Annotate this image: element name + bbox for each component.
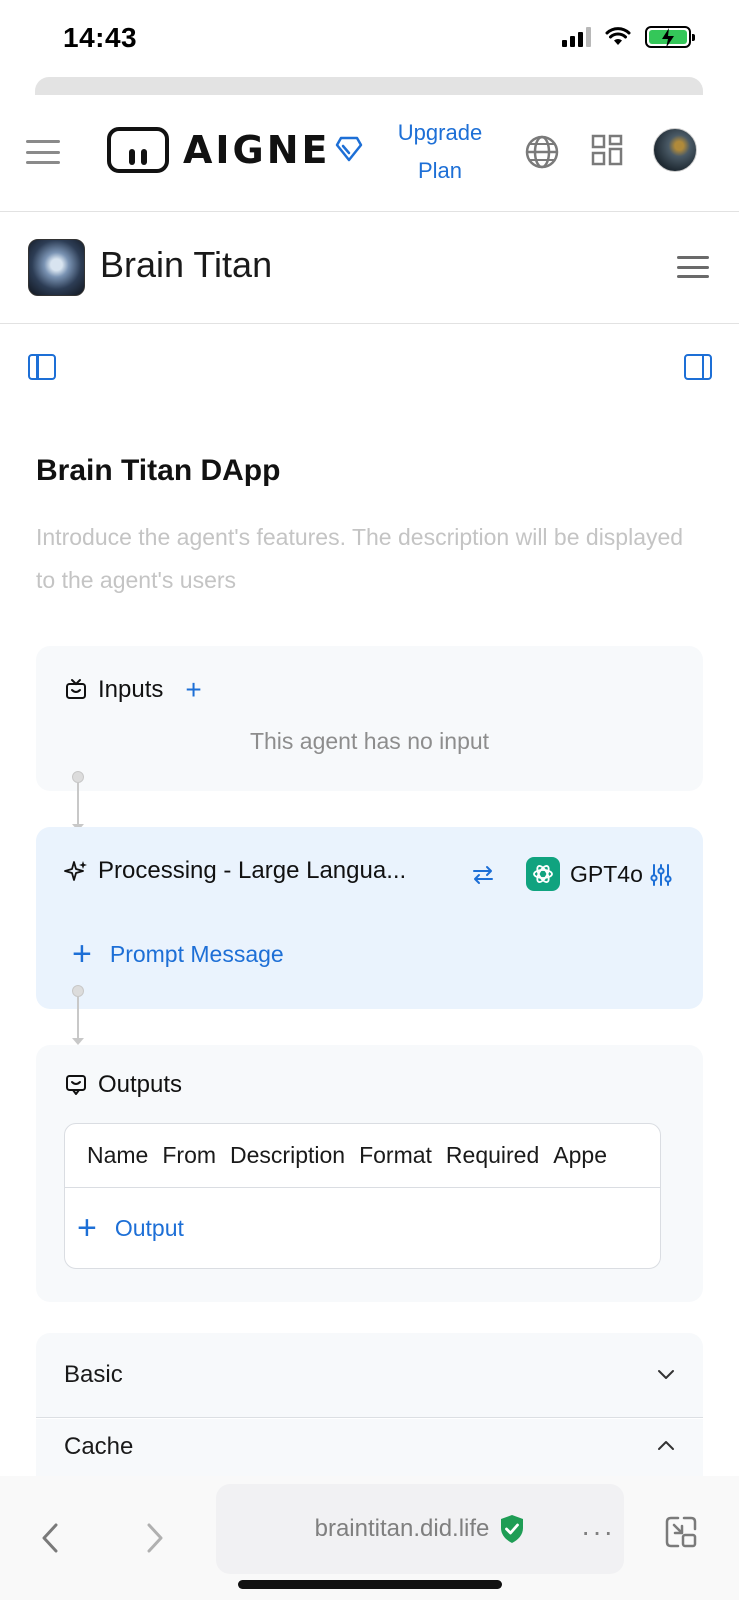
model-name: GPT4o [570, 860, 643, 887]
cellular-signal-icon [562, 27, 591, 47]
sheet-background-edge [35, 77, 703, 95]
left-sidebar-toggle-icon[interactable] [28, 354, 56, 380]
outputs-table: Name From Description Format Required Ap… [64, 1123, 661, 1269]
upgrade-plan-link[interactable]: Upgrade Plan [380, 114, 500, 190]
address-bar[interactable]: braintitan.did.life [216, 1484, 624, 1574]
column-header-description: Description [230, 1142, 346, 1168]
url-text: braintitan.did.life [314, 1515, 490, 1542]
right-sidebar-toggle-icon[interactable] [684, 354, 712, 380]
status-bar: 14:43 [0, 0, 739, 78]
basic-section-label: Basic [64, 1361, 123, 1388]
robot-input-icon [66, 679, 86, 699]
add-input-button[interactable]: + [185, 674, 202, 705]
aigne-logo-mark-icon [107, 127, 169, 173]
plus-icon: + [72, 935, 92, 973]
openai-logo-icon [526, 857, 560, 891]
plus-icon: + [77, 1209, 97, 1247]
battery-charging-icon [645, 26, 695, 48]
column-header-appearance: Appe [553, 1142, 607, 1168]
agent-description-field[interactable]: Introduce the agent's features. The desc… [36, 524, 684, 593]
column-header-name: Name [87, 1142, 149, 1168]
no-input-message: This agent has no input [249, 728, 490, 754]
flow-connector [72, 771, 84, 831]
outputs-table-header: Name From Description Format Required Ap… [65, 1124, 660, 1188]
logo-text: AIGNE [183, 128, 331, 172]
app-header: AIGNE Upgrade Plan [0, 96, 739, 212]
cache-section-label: Cache [64, 1433, 134, 1460]
home-indicator[interactable] [238, 1580, 502, 1589]
upgrade-line-2: Plan [417, 158, 463, 183]
minimize-window-icon[interactable] [664, 1515, 698, 1549]
prompt-message-label: Prompt Message [109, 940, 284, 967]
column-header-from: From [162, 1142, 217, 1168]
sparkles-icon [64, 861, 87, 881]
project-thumbnail[interactable] [28, 239, 85, 296]
browser-toolbar: braintitan.did.life ··· [0, 1476, 739, 1600]
diamond-icon[interactable] [335, 136, 363, 162]
chat-output-icon [66, 1075, 86, 1095]
chevron-up-icon [658, 1441, 674, 1450]
agent-title[interactable]: Brain Titan DApp [36, 454, 281, 487]
add-prompt-message-button[interactable]: + Prompt Message [72, 937, 284, 971]
cache-section-toggle[interactable]: Cache [36, 1419, 703, 1477]
wifi-icon [605, 27, 631, 45]
column-header-required: Required [445, 1142, 540, 1168]
project-menu-button[interactable] [677, 256, 709, 278]
chevron-down-icon [658, 1370, 674, 1379]
back-arrow-icon[interactable] [40, 1522, 60, 1554]
add-output-label: Output [114, 1214, 184, 1241]
processing-card: Processing - Large Langua... GPT4o + Pro… [36, 827, 703, 1009]
outputs-header: Outputs [64, 1071, 182, 1099]
project-bar: Brain Titan [0, 212, 739, 324]
swap-executor-icon[interactable] [471, 863, 495, 887]
outputs-card: Outputs Name From Description Format Req… [36, 1045, 703, 1302]
status-time: 14:43 [63, 22, 138, 53]
model-settings-icon[interactable] [650, 863, 672, 887]
processing-label: Processing - Large Langua... [98, 857, 407, 884]
column-header-format: Format [359, 1142, 432, 1168]
inputs-header: Inputs + [64, 676, 202, 704]
aigne-logo[interactable]: AIGNE [107, 127, 331, 173]
model-selector[interactable]: GPT4o [526, 857, 643, 891]
add-output-button[interactable]: + Output [65, 1188, 660, 1268]
apps-grid-icon[interactable] [591, 134, 623, 166]
main-menu-button[interactable] [26, 140, 60, 164]
globe-icon[interactable] [524, 134, 560, 170]
user-avatar[interactable] [653, 128, 697, 172]
processing-header: Processing - Large Langua... [64, 857, 406, 885]
upgrade-line-1: Upgrade [397, 120, 483, 145]
basic-section-toggle[interactable]: Basic [36, 1333, 703, 1418]
project-name: Brain Titan [100, 244, 273, 285]
inputs-label: Inputs [98, 676, 164, 703]
status-icons [562, 26, 695, 48]
flow-connector [72, 985, 84, 1045]
outputs-label: Outputs [98, 1071, 183, 1098]
inputs-card: Inputs + This agent has no input [36, 646, 703, 791]
secure-shield-icon [501, 1515, 524, 1543]
forward-arrow-icon[interactable] [145, 1522, 165, 1554]
more-options-button[interactable]: ··· [581, 1516, 615, 1547]
